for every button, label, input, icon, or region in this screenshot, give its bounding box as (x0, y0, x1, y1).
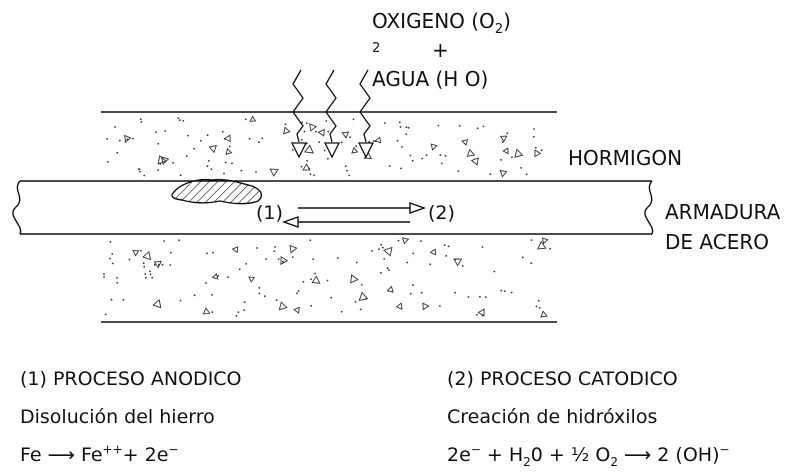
penetration-head-3 (357, 142, 375, 159)
oxygen-label: OXIGENO (O2) (372, 9, 511, 37)
rebar-right-break (644, 180, 654, 235)
stray-subscript: 2 (372, 41, 380, 56)
corrosion-spot (171, 178, 263, 205)
penetration-line-2 (325, 69, 337, 143)
concrete-block (101, 111, 557, 323)
penetration-head-1 (290, 142, 308, 159)
anodic-title: (1) PROCESO ANODICO (20, 368, 242, 390)
penetration-line-1 (292, 69, 304, 143)
arrow-right-head (409, 202, 427, 214)
cathodic-equation: 2e− + H20 + ½ O2 ⟶ 2 (OH)− (447, 442, 730, 469)
rebar-label-line2: DE ACERO (665, 230, 769, 254)
anodic-description: Disolución del hierro (20, 406, 215, 428)
cathodic-description: Creación de hidróxilos (447, 406, 658, 428)
penetration-arrows (290, 69, 375, 159)
electron-flow-arrows (281, 202, 427, 228)
penetration-line-3 (359, 69, 371, 143)
concrete-aggregate (103, 115, 551, 318)
water-label: AGUA (H O) (372, 67, 488, 91)
rebar-label-line1: ARMADURA (665, 200, 781, 224)
plus-sign: + (432, 38, 449, 62)
penetration-head-2 (323, 142, 341, 159)
marker-2: (2) (428, 202, 455, 224)
rebar-left-break (12, 180, 22, 235)
arrow-left-head (281, 216, 299, 228)
cathodic-title: (2) PROCESO CATODICO (447, 368, 678, 390)
anodic-equation: Fe ⟶ Fe+++ 2e− (20, 442, 179, 466)
concrete-label: HORMIGON (568, 146, 682, 170)
marker-1: (1) (256, 202, 283, 224)
